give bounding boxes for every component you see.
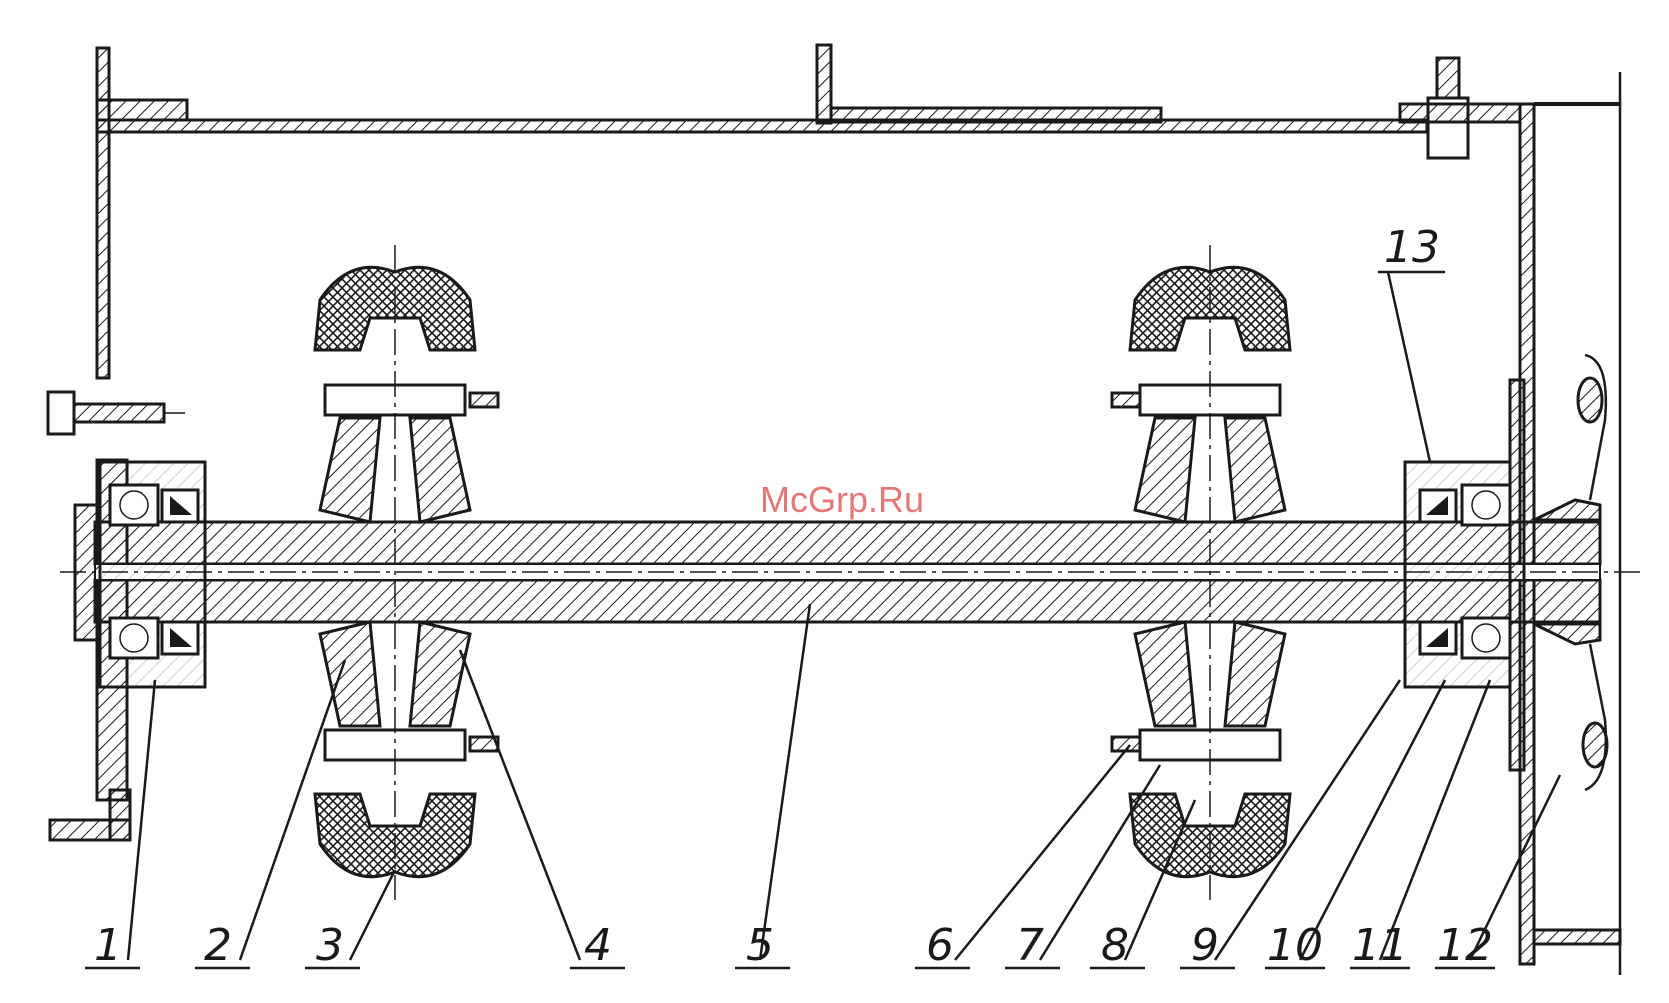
shaft xyxy=(60,520,1640,624)
watermark-text: McGrp.Ru xyxy=(760,479,924,520)
callout-labels: 1 2 3 4 5 6 7 8 9 10 11 12 13 xyxy=(94,222,1493,971)
callout-8: 8 xyxy=(1101,920,1129,971)
callout-11: 11 xyxy=(1352,920,1408,971)
callout-6: 6 xyxy=(926,920,954,971)
callout-9: 9 xyxy=(1191,920,1219,971)
callout-1: 1 xyxy=(94,920,122,971)
leader-lines xyxy=(85,270,1562,970)
callout-12: 12 xyxy=(1437,920,1493,971)
left-bearing-housing xyxy=(73,460,207,689)
callout-13: 13 xyxy=(1384,222,1440,273)
callout-3: 3 xyxy=(316,920,344,971)
callout-7: 7 xyxy=(1016,920,1044,971)
callout-2: 2 xyxy=(204,920,232,971)
callout-10: 10 xyxy=(1267,920,1323,971)
left-roller xyxy=(313,245,500,900)
callout-5: 5 xyxy=(746,920,774,971)
right-bearing-housing xyxy=(1403,378,1526,772)
coupling-flange xyxy=(1533,353,1609,792)
callout-4: 4 xyxy=(584,920,612,971)
